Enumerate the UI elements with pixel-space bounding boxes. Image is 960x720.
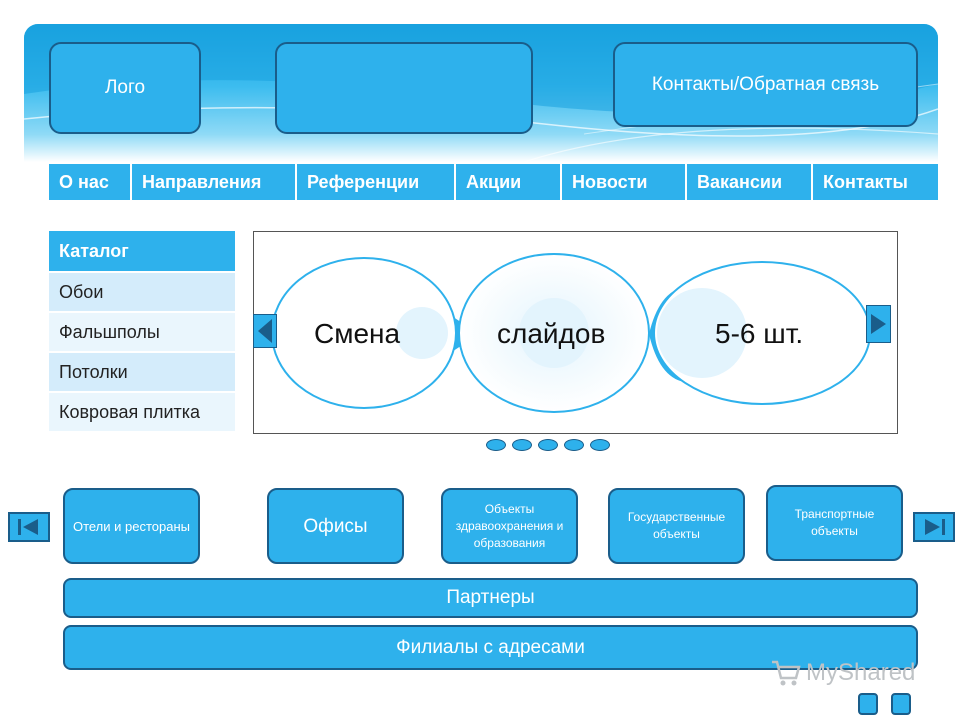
next-slide-icon — [871, 314, 886, 334]
nav-item-news[interactable]: Новости — [562, 164, 687, 200]
contacts-feedback-label: Контакты/Обратная связь — [651, 73, 880, 95]
slider-next-button[interactable] — [866, 305, 891, 343]
slide-carousel: Смена слайдов 5-6 шт. — [253, 231, 898, 434]
catalog-item-carpet-tiles[interactable]: Ковровая плитка — [49, 391, 235, 431]
categories-skip-back-button[interactable] — [8, 512, 50, 542]
category-transport[interactable]: Транспортные объекты — [766, 485, 903, 561]
slider-pagination — [486, 439, 610, 451]
logo-label: Лого — [104, 77, 146, 98]
prev-slide-icon — [258, 319, 272, 343]
nav-item-directions[interactable]: Направления — [132, 164, 297, 200]
catalog-item-raised-floors[interactable]: Фальшполы — [49, 311, 235, 351]
category-label: Отели и рестораны — [72, 518, 191, 534]
catalog-item-ceilings[interactable]: Потолки — [49, 351, 235, 391]
category-health-education[interactable]: Объекты здравоохранения и образования — [441, 488, 578, 564]
main-nav: О нас Направления Референции Акции Новос… — [49, 164, 938, 200]
skip-forward-icon — [925, 519, 945, 535]
partners-bar[interactable]: Партнеры — [63, 578, 918, 618]
watermark-text: MyShared — [806, 659, 916, 686]
header-blank-box — [275, 42, 533, 134]
catalog-sidebar: Каталог Обои Фальшполы Потолки Ковровая … — [49, 231, 235, 431]
slide-text-slides: слайдов — [497, 318, 606, 349]
small-square-button[interactable] — [858, 693, 878, 715]
slide-text-change: Смена — [314, 318, 401, 349]
nav-item-references[interactable]: Референции — [297, 164, 456, 200]
logo-box[interactable]: Лого — [49, 42, 201, 134]
watermark: MyShared — [770, 658, 915, 688]
branches-label: Филиалы с адресами — [396, 636, 585, 658]
slide-text-count: 5-6 шт. — [715, 318, 804, 349]
category-label: Офисы — [303, 515, 368, 537]
nav-item-vacancies[interactable]: Вакансии — [687, 164, 813, 200]
slider-dot[interactable] — [538, 439, 558, 451]
slider-prev-button[interactable] — [253, 314, 277, 348]
slider-dot[interactable] — [590, 439, 610, 451]
catalog-item-wallpaper[interactable]: Обои — [49, 271, 235, 311]
skip-back-icon — [18, 519, 38, 535]
slide-graphics — [271, 253, 871, 413]
category-government[interactable]: Государственные объекты — [608, 488, 745, 564]
cart-icon — [772, 660, 801, 686]
nav-item-contacts[interactable]: Контакты — [823, 171, 908, 192]
partners-label: Партнеры — [446, 587, 535, 608]
category-label: Государственные объекты — [627, 510, 726, 541]
contacts-feedback-button[interactable]: Контакты/Обратная связь — [613, 42, 918, 127]
nav-item-about[interactable]: О нас — [49, 164, 132, 200]
slider-dot[interactable] — [486, 439, 506, 451]
category-label: Транспортные объекты — [794, 507, 875, 538]
slider-dot[interactable] — [512, 439, 532, 451]
category-offices[interactable]: Офисы — [267, 488, 404, 564]
nav-item-promotions[interactable]: Акции — [456, 164, 562, 200]
slider-dot[interactable] — [564, 439, 584, 451]
category-label: Объекты здравоохранения и образования — [455, 501, 564, 550]
category-hotels-restaurants[interactable]: Отели и рестораны — [63, 488, 200, 564]
catalog-title: Каталог — [49, 231, 235, 271]
categories-skip-forward-button[interactable] — [913, 512, 955, 542]
small-square-button[interactable] — [891, 693, 911, 715]
